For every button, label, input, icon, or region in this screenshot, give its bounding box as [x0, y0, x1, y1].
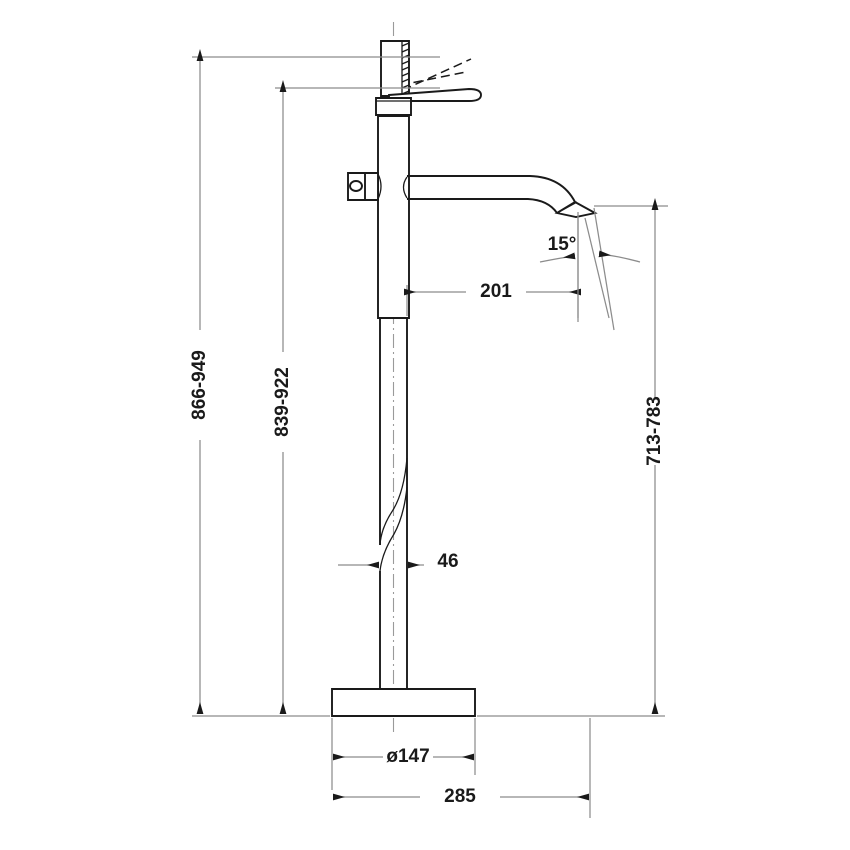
dimension-column-width-label: 46	[437, 551, 458, 572]
break-line	[379, 457, 408, 572]
spout-outlet	[554, 200, 598, 218]
dimension-outlet-angle-label: 15°	[548, 234, 577, 255]
dimension-base-diameter-label: ø147	[386, 746, 429, 767]
valve-cap	[375, 97, 412, 116]
dimension-total-height-label: 866-949	[189, 350, 210, 420]
valve-body	[377, 115, 410, 319]
dimension-column-width: 46	[338, 551, 459, 572]
dimension-spout-reach: 201	[404, 212, 581, 318]
riser-column	[378, 317, 409, 689]
dimension-spout-height: 713-783	[594, 198, 668, 714]
diverter-knob	[347, 172, 382, 201]
spout-arm	[402, 175, 576, 214]
dimension-handle-height-label: 839-922	[272, 367, 293, 437]
base-plate	[331, 688, 476, 717]
dimension-spout-reach-label: 201	[480, 281, 512, 302]
dimension-overall-width-label: 285	[444, 786, 476, 807]
dimension-handle-height: 839-922	[272, 80, 440, 714]
lever-handle	[380, 40, 482, 102]
dimension-overall-width: 285	[333, 718, 591, 818]
dimension-spout-height-label: 713-783	[644, 396, 665, 466]
dimension-total-height: 866-949	[189, 49, 440, 714]
dimension-outlet-angle: 15°	[539, 207, 641, 331]
tap-assembly	[331, 40, 598, 717]
dimension-base-diameter: ø147	[331, 718, 476, 790]
